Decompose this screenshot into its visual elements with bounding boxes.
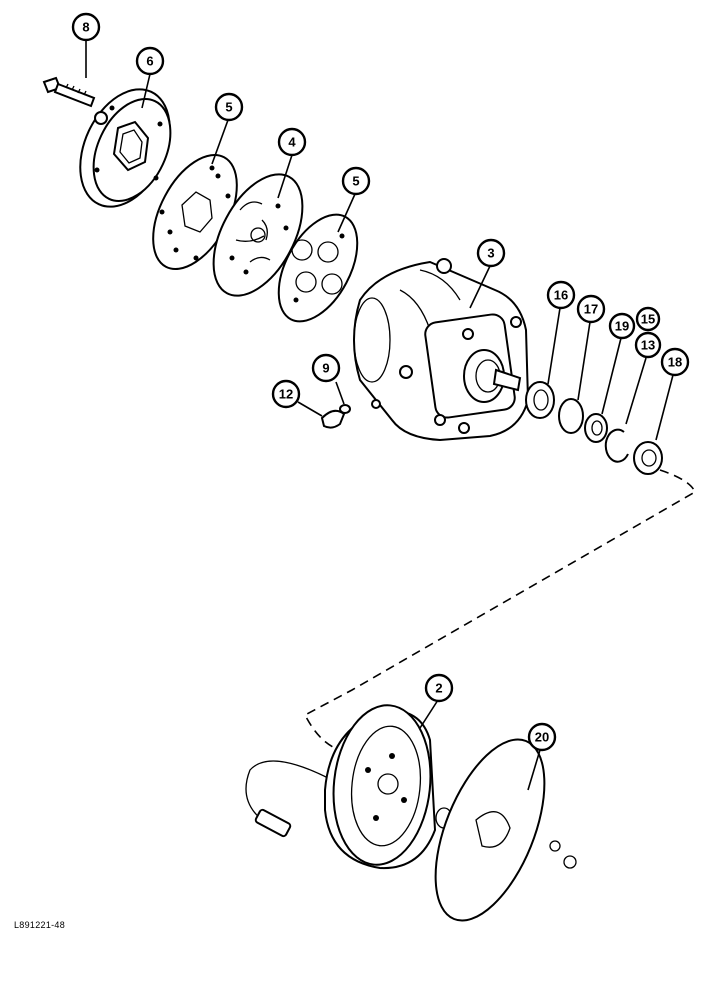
svg-text:6: 6 xyxy=(146,54,153,69)
callout-20: 20 xyxy=(527,722,557,752)
part-seal-ring xyxy=(558,398,584,434)
part-valve-plate xyxy=(212,173,304,297)
svg-text:2: 2 xyxy=(435,681,442,696)
callout-6: 6 xyxy=(135,46,165,76)
svg-text:4: 4 xyxy=(288,135,296,150)
part-compressor-body xyxy=(353,258,530,442)
svg-text:12: 12 xyxy=(279,387,293,402)
svg-text:19: 19 xyxy=(615,319,629,334)
part-plug xyxy=(320,409,346,429)
callout-3: 3 xyxy=(476,238,506,268)
svg-text:20: 20 xyxy=(535,730,549,745)
callout-8: 8 xyxy=(71,12,101,42)
callout-5-rear: 5 xyxy=(341,166,371,196)
svg-text:18: 18 xyxy=(668,355,682,370)
part-rear-head xyxy=(79,88,172,208)
leader-lines xyxy=(85,40,674,791)
part-o-ring xyxy=(339,404,351,414)
callout-17: 17 xyxy=(576,294,606,324)
svg-text:8: 8 xyxy=(82,20,89,35)
part-gasket-rear xyxy=(277,213,359,323)
callout-19: 19 xyxy=(608,312,636,340)
part-seal-seat xyxy=(584,413,608,443)
callout-9: 9 xyxy=(311,353,341,383)
part-clutch-pulley xyxy=(245,704,437,870)
svg-text:13: 13 xyxy=(641,338,655,353)
callout-15: 15 xyxy=(635,306,661,332)
assembly-dashed-line xyxy=(303,469,697,749)
callout-12: 12 xyxy=(271,379,301,409)
svg-text:9: 9 xyxy=(322,361,329,376)
callout-2: 2 xyxy=(424,673,454,703)
svg-text:16: 16 xyxy=(554,288,568,303)
callout-18: 18 xyxy=(660,347,690,377)
callout-16: 16 xyxy=(546,280,576,310)
figure-id-label: L891221-48 xyxy=(14,920,66,930)
callout-4: 4 xyxy=(277,127,307,157)
svg-text:5: 5 xyxy=(225,100,232,115)
part-clutch-plate xyxy=(434,738,577,922)
svg-text:17: 17 xyxy=(584,302,598,317)
svg-text:15: 15 xyxy=(641,312,655,327)
callout-13: 13 xyxy=(634,331,662,359)
svg-text:3: 3 xyxy=(487,246,494,261)
part-bolt xyxy=(42,76,96,108)
part-shaft-seal xyxy=(525,381,555,419)
callout-5-front: 5 xyxy=(214,92,244,122)
part-snap-ring xyxy=(604,428,629,463)
svg-text:5: 5 xyxy=(352,174,359,189)
part-dust-seal xyxy=(633,441,663,475)
